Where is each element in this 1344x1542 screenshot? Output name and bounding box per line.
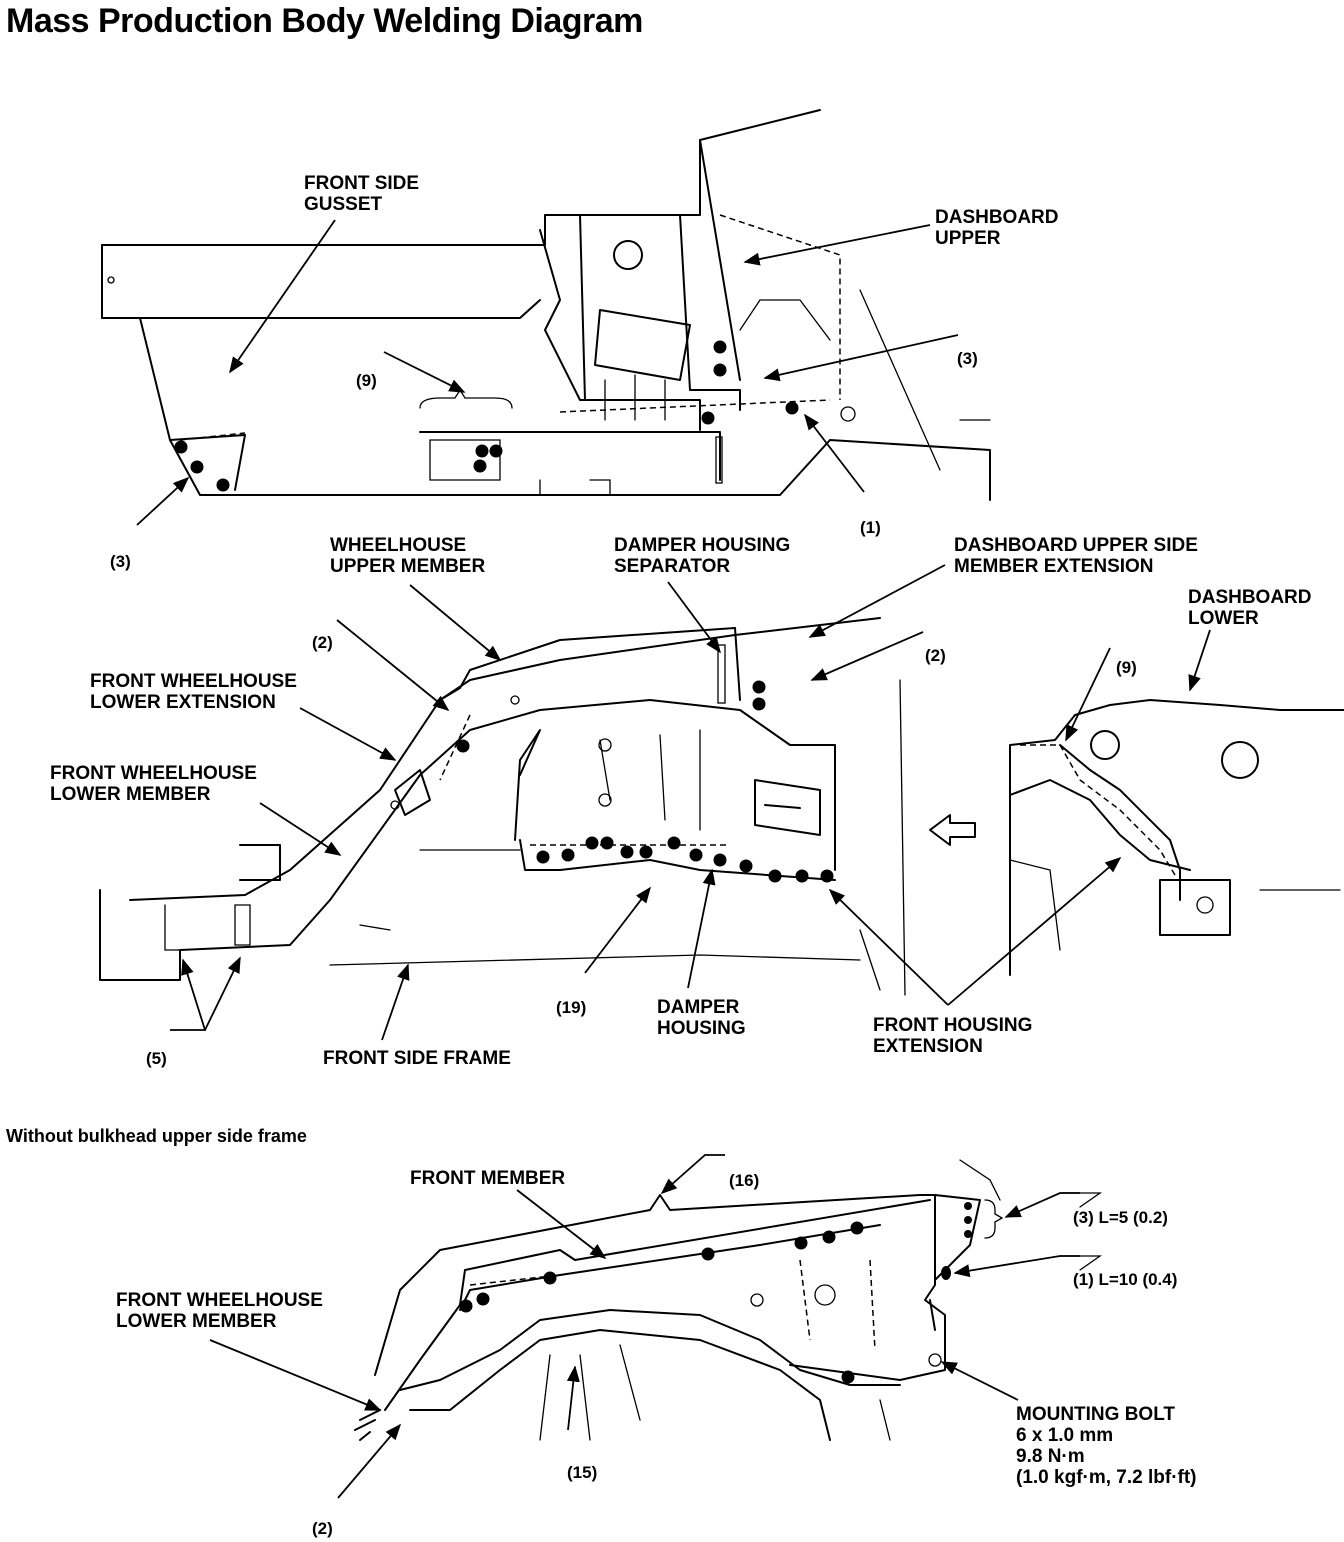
callout-mid-2-left: (2) <box>312 633 333 652</box>
label-mounting-bolt-4: (1.0 kgf·m, 7.2 lbf·ft) <box>1016 1467 1197 1488</box>
label-mounting-bolt-2: 6 x 1.0 mm <box>1016 1425 1113 1446</box>
label-wheelhouse-upper-1: WHEELHOUSE <box>330 535 466 556</box>
label-dashboard-upper-2: UPPER <box>935 228 1001 249</box>
middle-spot-welds <box>456 680 834 883</box>
label-bottom-fw-lower-2: LOWER MEMBER <box>116 1311 277 1332</box>
label-damper-housing-2: HOUSING <box>657 1018 746 1039</box>
callout-mid-19: (19) <box>556 998 586 1017</box>
section-caption: Without bulkhead upper side frame <box>6 1126 307 1146</box>
top-leader-lines <box>136 219 959 526</box>
label-dash-upper-side-1: DASHBOARD UPPER SIDE <box>954 535 1198 556</box>
top-mig-welds <box>432 445 468 491</box>
callout-top-9: (9) <box>356 371 377 390</box>
callout-top-3-right: (3) <box>957 349 978 368</box>
label-fw-lower-ext-1: FRONT WHEELHOUSE <box>90 671 297 692</box>
middle-view-drawing <box>99 617 1344 996</box>
label-fw-lower-ext-2: LOWER EXTENSION <box>90 692 276 713</box>
bottom-seam-welds <box>941 1202 972 1280</box>
bottom-view-drawing <box>354 1159 1001 1441</box>
top-view-drawing <box>101 109 991 501</box>
label-front-side-frame: FRONT SIDE FRAME <box>323 1048 511 1069</box>
bottom-leader-lines <box>209 1154 1080 1499</box>
label-dash-upper-side-2: MEMBER EXTENSION <box>954 556 1154 577</box>
label-front-member: FRONT MEMBER <box>410 1168 565 1189</box>
callout-bottom-2: (2) <box>312 1519 333 1538</box>
middle-leader-lines <box>170 564 1211 1041</box>
callout-mid-9: (9) <box>1116 658 1137 677</box>
label-damper-separator-2: SEPARATOR <box>614 556 730 577</box>
callout-bottom-16: (16) <box>729 1171 759 1190</box>
label-front-side-gusset-1: FRONT SIDE <box>304 173 419 194</box>
label-dash-lower-1: DASHBOARD <box>1188 587 1312 608</box>
callout-top-3-left: (3) <box>110 552 131 571</box>
callout-mid-2-right: (2) <box>925 646 946 665</box>
top-spot-welds <box>174 340 799 492</box>
callout-mid-5: (5) <box>146 1049 167 1068</box>
callout-bottom-15: (15) <box>567 1463 597 1482</box>
page-title: Mass Production Body Welding Diagram <box>6 2 643 40</box>
label-weld-1: (1) L=10 (0.4) <box>1073 1270 1177 1289</box>
label-front-housing-ext-2: EXTENSION <box>873 1036 983 1057</box>
label-dashboard-upper-1: DASHBOARD <box>935 207 1059 228</box>
label-fw-lower-mem-1: FRONT WHEELHOUSE <box>50 763 257 784</box>
middle-weld-count-markers <box>147 603 1137 1040</box>
label-damper-separator-1: DAMPER HOUSING <box>614 535 790 556</box>
label-weld-3: (3) L=5 (0.2) <box>1073 1208 1168 1227</box>
callout-top-1: (1) <box>860 518 881 537</box>
label-front-side-gusset-2: GUSSET <box>304 194 383 215</box>
bottom-weld-count-markers <box>313 1145 751 1510</box>
label-dash-lower-2: LOWER <box>1188 608 1259 629</box>
label-damper-housing-1: DAMPER <box>657 997 740 1018</box>
label-wheelhouse-upper-2: UPPER MEMBER <box>330 556 485 577</box>
label-fw-lower-mem-2: LOWER MEMBER <box>50 784 211 805</box>
label-front-housing-ext-1: FRONT HOUSING <box>873 1015 1032 1036</box>
label-mounting-bolt-1: MOUNTING BOLT <box>1016 1404 1175 1425</box>
label-mounting-bolt-3: 9.8 N·m <box>1016 1446 1085 1467</box>
label-bottom-fw-lower-1: FRONT WHEELHOUSE <box>116 1290 323 1311</box>
